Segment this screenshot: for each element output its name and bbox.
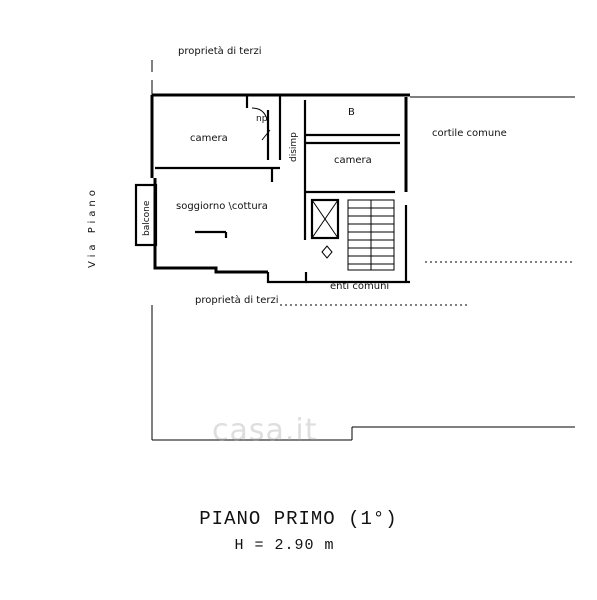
- apartment-walls: [150, 93, 410, 284]
- balcony: [134, 183, 158, 247]
- site-boundary: [151, 60, 575, 441]
- label-bedroom-1: camera: [190, 133, 228, 144]
- plan-height-note: H = 2.90 m: [234, 537, 335, 554]
- stair-block: [310, 198, 395, 271]
- label-bedroom-2: camera: [334, 155, 372, 166]
- label-third-party-bottom: proprietà di terzi: [195, 294, 279, 306]
- watermark: casa.it: [212, 413, 318, 448]
- label-third-party-top: proprietà di terzi: [178, 45, 262, 57]
- label-balcony: balcone: [142, 200, 152, 236]
- label-courtyard: cortile comune: [432, 128, 507, 139]
- label-living: soggiorno \cottura: [176, 201, 268, 212]
- label-bath: B: [348, 107, 355, 118]
- plan-title: PIANO PRIMO (1°): [199, 508, 398, 530]
- label-street: Via Piano: [87, 186, 98, 268]
- stair-steps: [348, 207, 394, 265]
- label-disimp: disimp: [289, 132, 299, 162]
- label-np: np: [256, 114, 268, 124]
- label-common-areas: enti comuni: [330, 281, 389, 292]
